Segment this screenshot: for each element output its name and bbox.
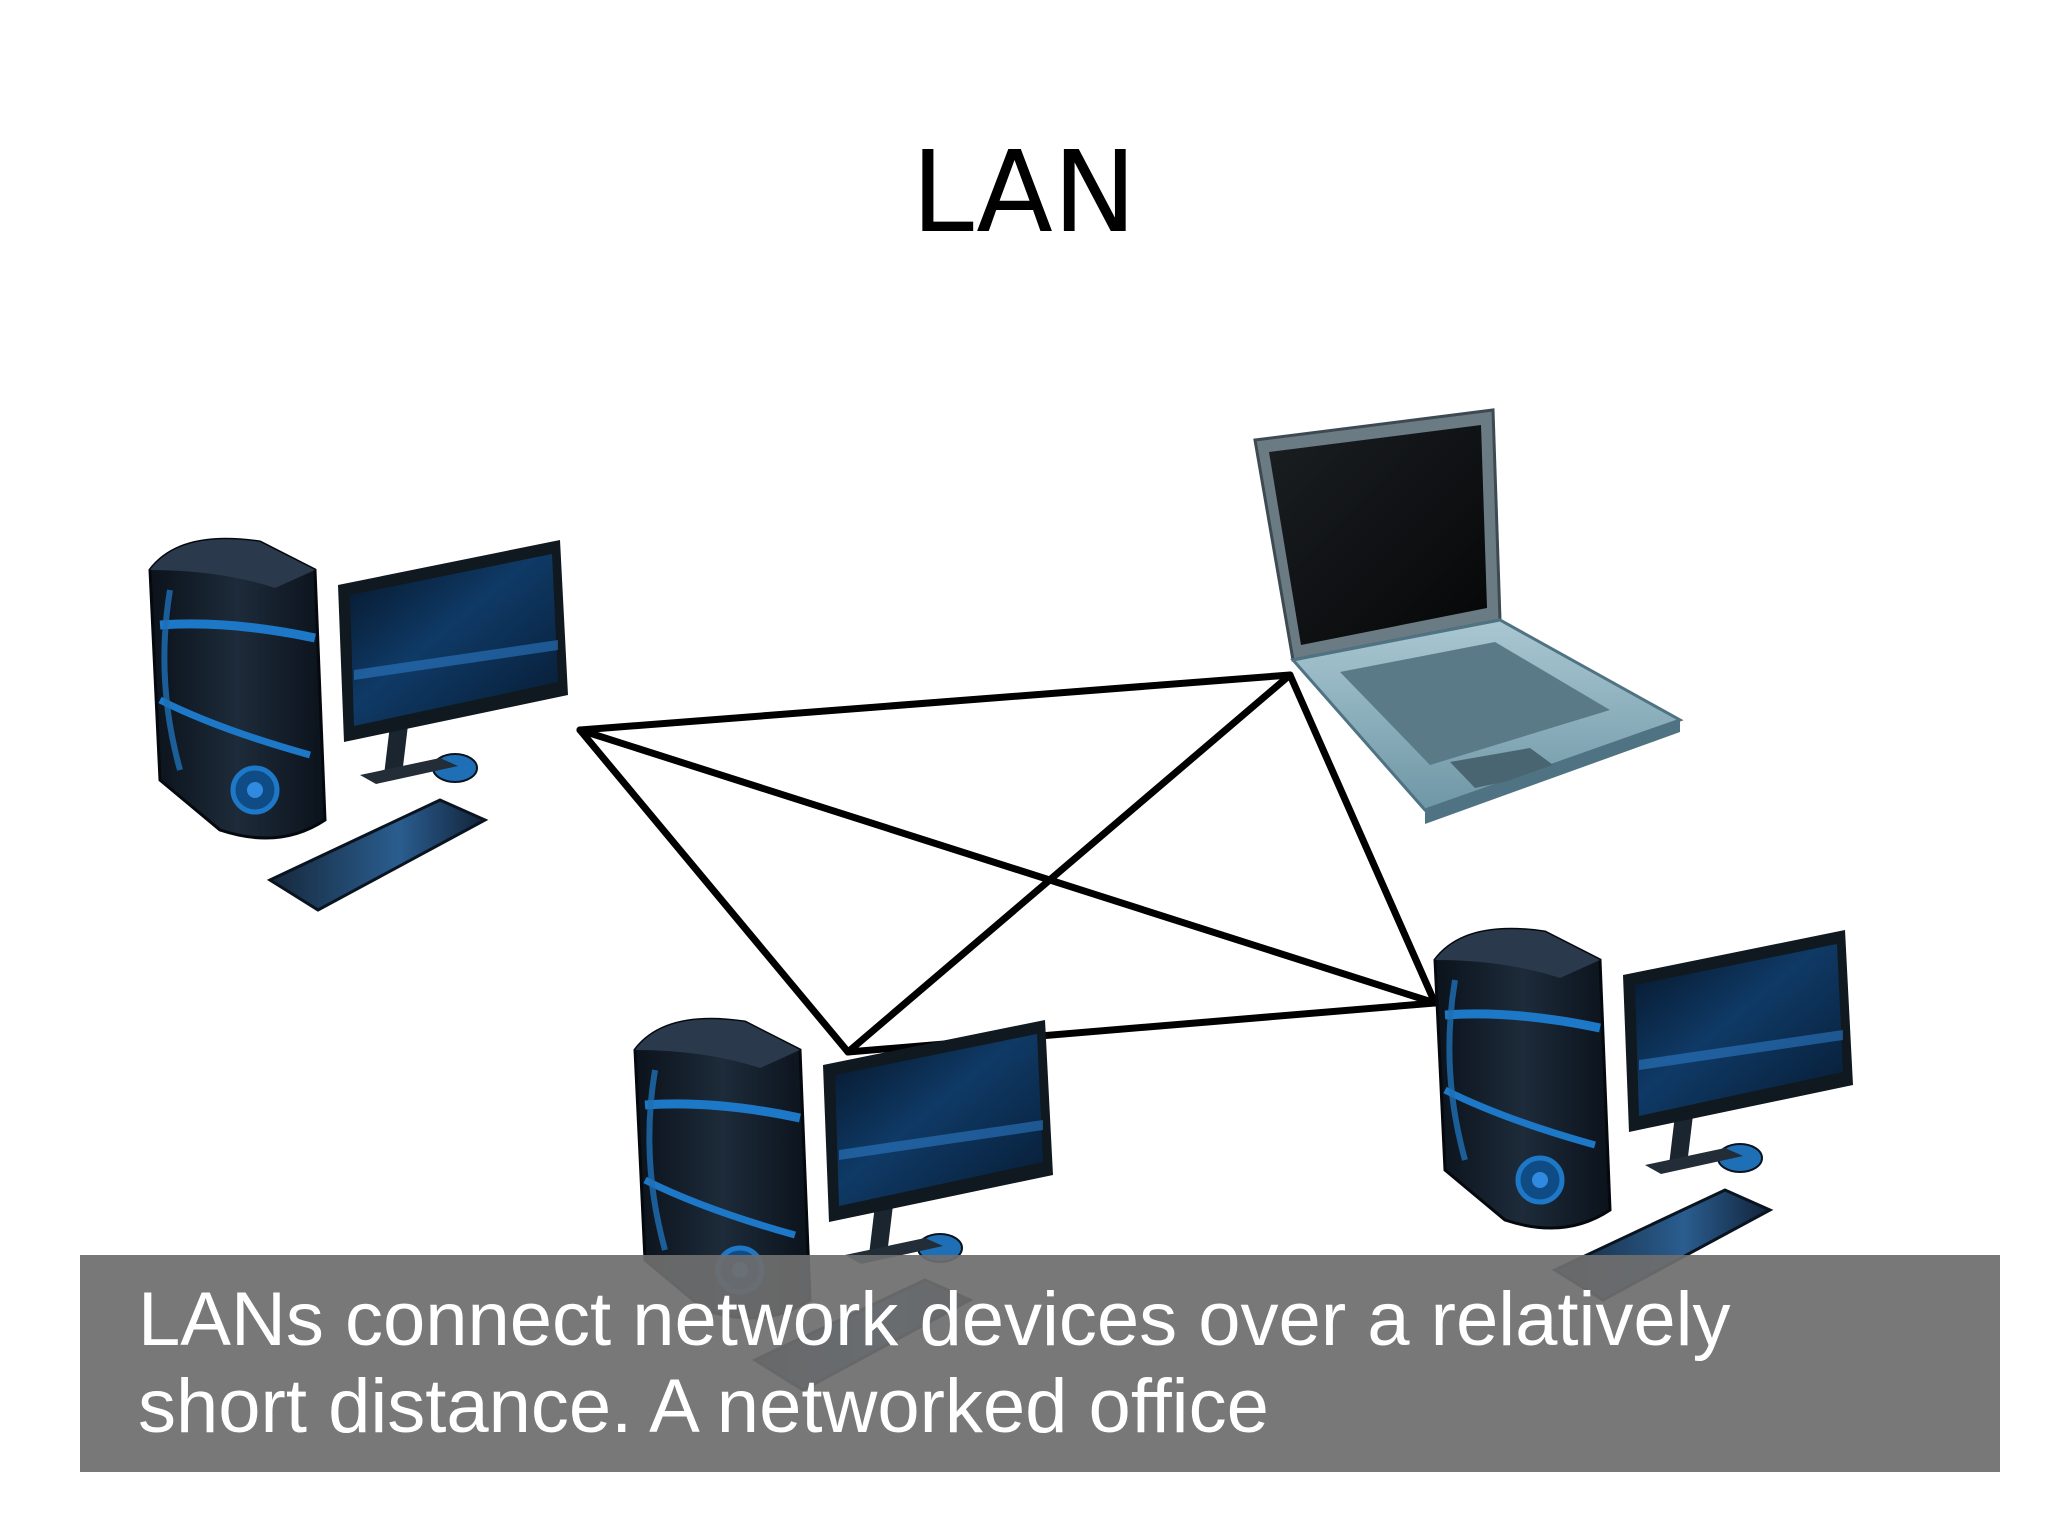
laptop-icon [1253, 408, 1684, 824]
link-laptop-desktop-bottom-center [844, 671, 1294, 1056]
caption-line: LANs connect network devices over a rela… [138, 1277, 1731, 1362]
lan-diagram-svg [80, 408, 2000, 1472]
desktop-computer-icon [150, 539, 568, 910]
desktop-computer-icon [1435, 929, 1853, 1300]
link-desktop-top-left-desktop-bottom-center [576, 726, 852, 1056]
caption-line: short distance. A networked office [138, 1364, 1269, 1449]
link-laptop-desktop-bottom-right [1286, 671, 1439, 1007]
slide-title: LAN [911, 128, 1137, 258]
link-desktop-top-left-desktop-bottom-right [576, 726, 1439, 1007]
link-desktop-top-left-laptop [576, 671, 1294, 734]
network-links [576, 671, 1439, 1056]
caption-bar: LANs connect network devices over a rela… [80, 1255, 2000, 1472]
lan-diagram-picture: LANs connect network devices over a rela… [80, 340, 2000, 1472]
